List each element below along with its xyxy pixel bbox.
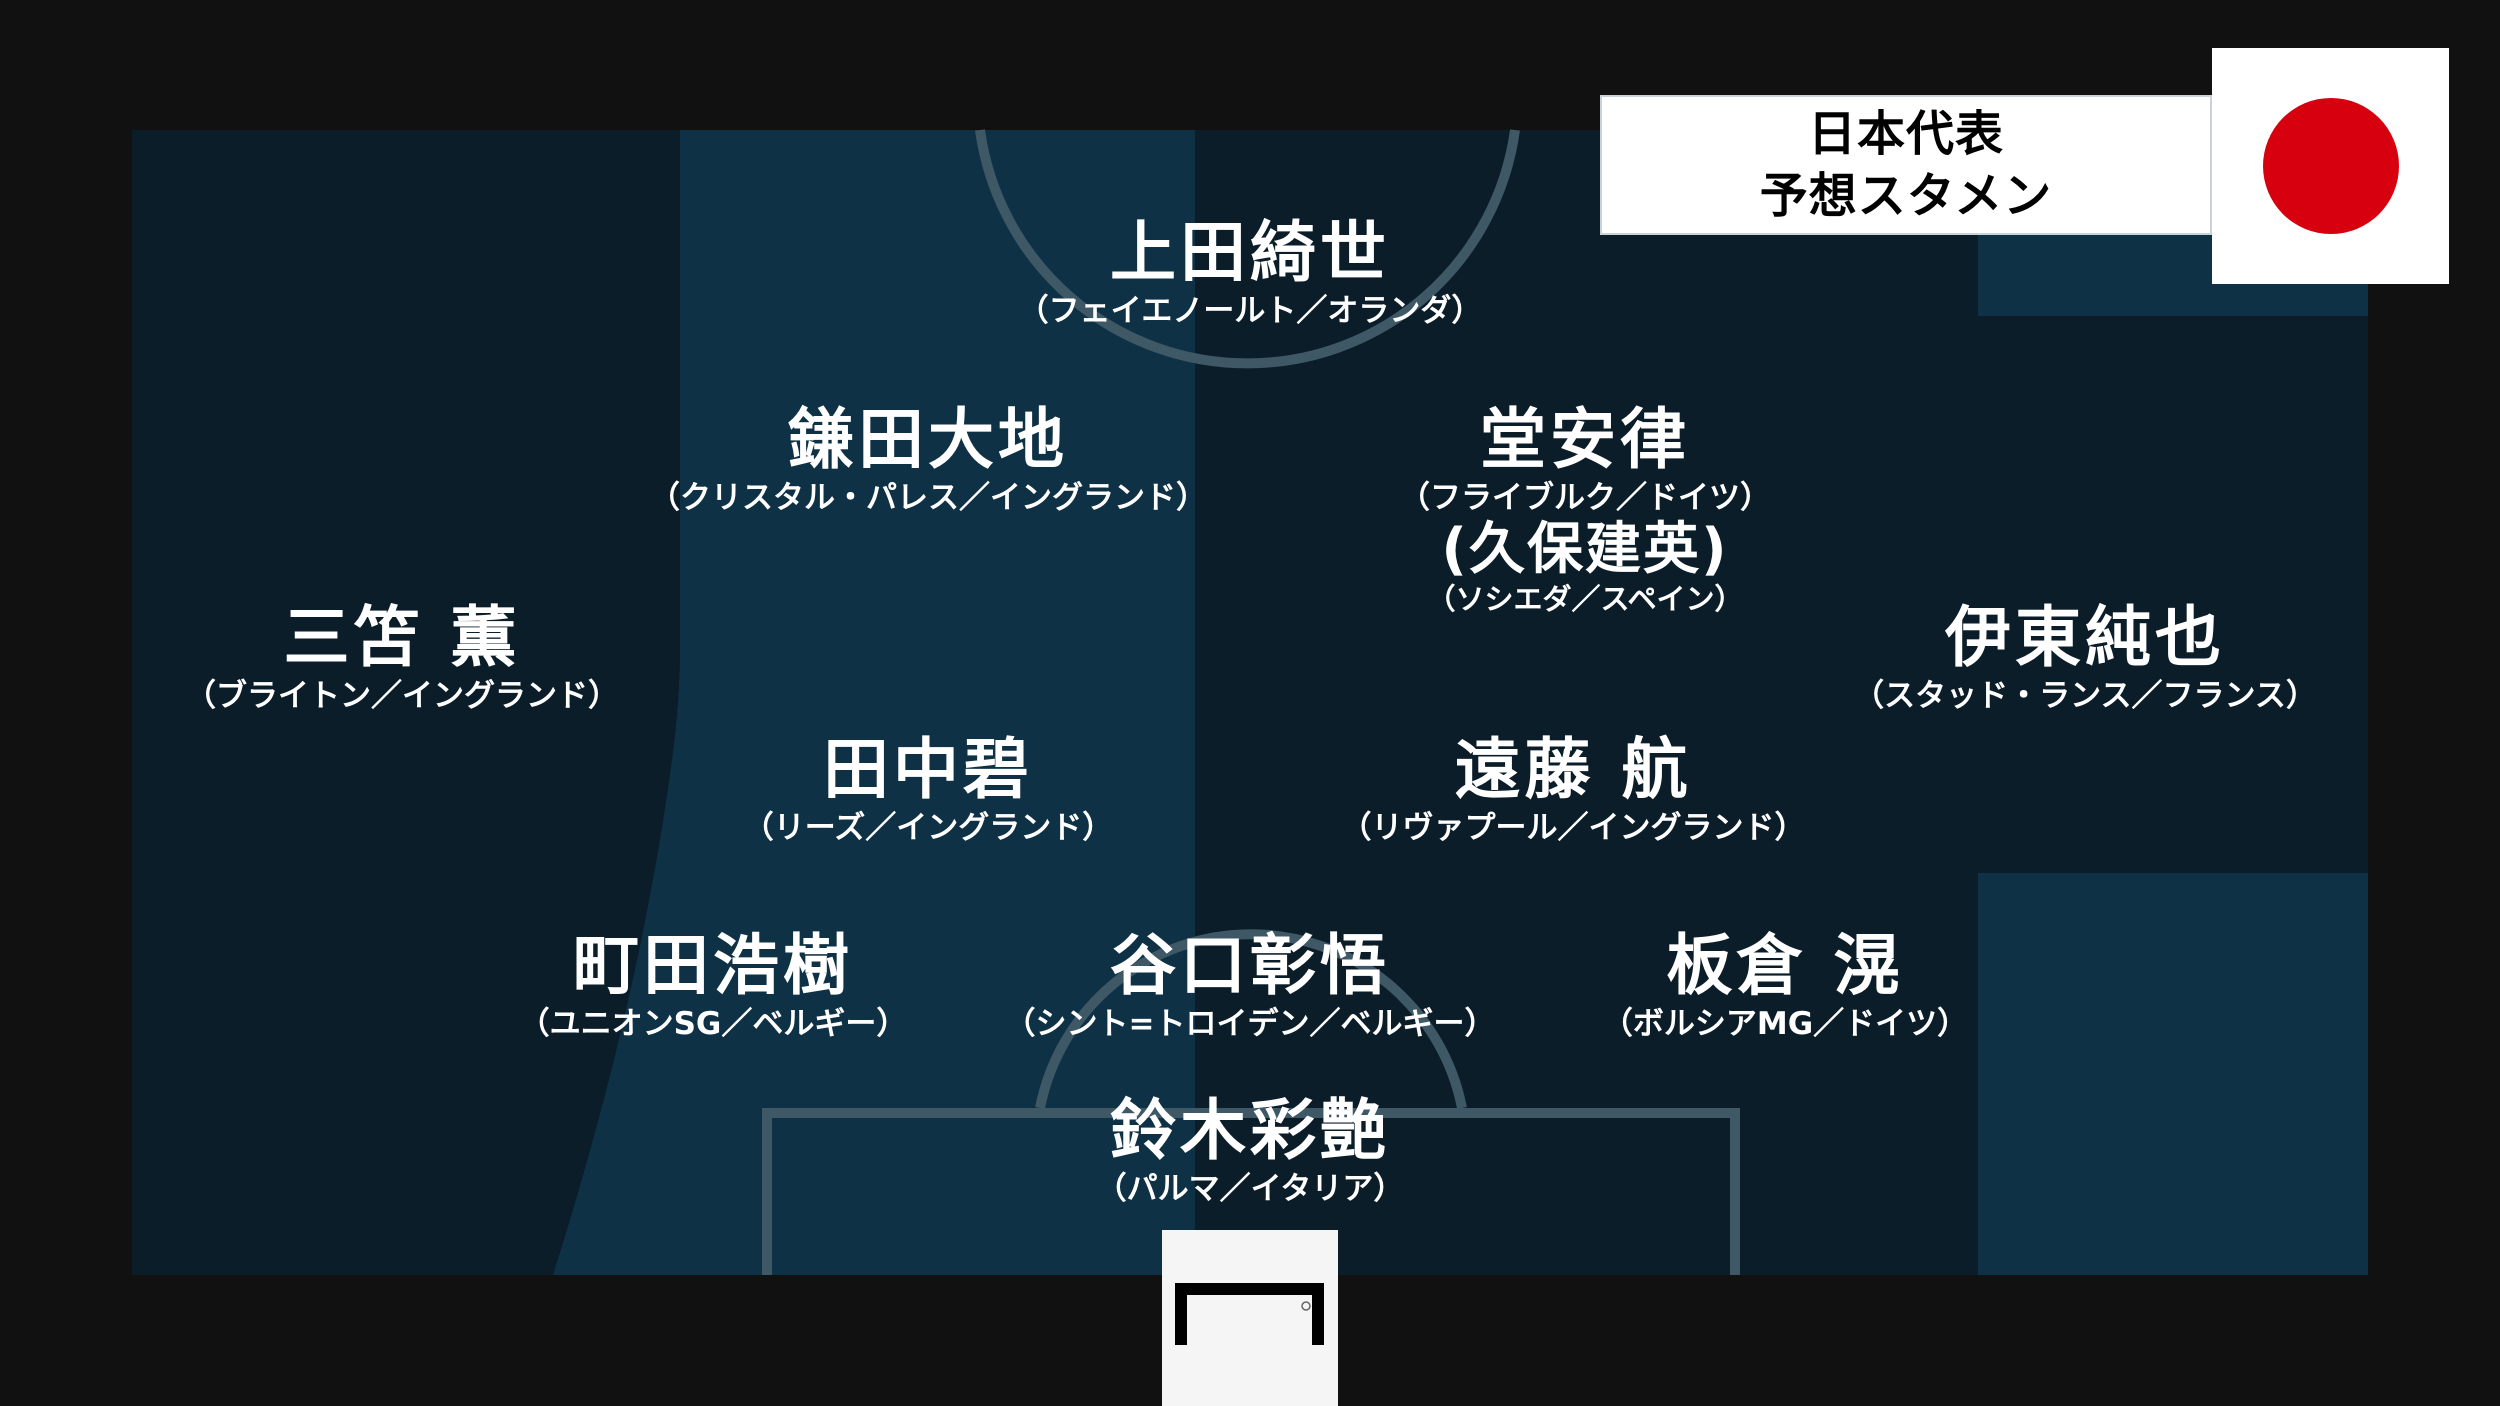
- player-wing-left: 三笘 薫 （ブライトン／イングランド）: [185, 600, 619, 716]
- japan-flag-icon: [2212, 48, 2449, 284]
- pitch-stripe-right-bottom: [1978, 873, 2368, 1275]
- title-line-1: 日本代表: [1807, 106, 2004, 162]
- player-club: （ユニオンSG／ベルギー）: [518, 1006, 908, 1042]
- player-name: 谷口彰悟: [1109, 927, 1390, 1004]
- player-defensive-mid-right: 遠藤 航 （リヴァプール／イングランド）: [1341, 732, 1806, 848]
- player-center-back-right: 板倉 滉 （ボルシアMG／ドイツ）: [1602, 928, 1968, 1044]
- pitch-stripe-left: [553, 130, 1195, 1275]
- player-attacking-mid-left: 鎌田大地 （クリスタル・パレス／イングランド）: [649, 402, 1207, 518]
- player-club: （リヴァプール／イングランド）: [1340, 810, 1806, 846]
- player-name: 田中碧: [822, 731, 1033, 808]
- player-name: 堂安律: [1480, 401, 1690, 478]
- player-name: 上田綺世: [1109, 214, 1390, 291]
- player-name: 町田浩樹: [573, 927, 853, 1004]
- player-attacking-mid-right: 堂安律 （フライブルク／ドイツ） (久保建英) （ソシエダ／スペイン）: [1399, 401, 1771, 617]
- player-wing-right: 伊東純也 （スタッド・ランス／フランス）: [1853, 600, 2317, 716]
- player-name: 伊東純也: [1944, 599, 2225, 676]
- player-club: （ボルシアMG／ドイツ）: [1601, 1006, 1969, 1042]
- flag-red-circle: [2263, 98, 2399, 234]
- player-center-back-middle: 谷口彰悟 （シント=トロイデン／ベルギー）: [1005, 928, 1496, 1044]
- title-banner: 日本代表 予想スタメン: [1600, 95, 2212, 235]
- player-defensive-mid-left: 田中碧 （リーズ／イングランド）: [743, 732, 1113, 848]
- player-goalkeeper: 鈴木彩艶 （パルマ／イタリア）: [1096, 1093, 1405, 1209]
- penalty-arc-line: [1035, 929, 1467, 1109]
- player-club: （ブライトン／イングランド）: [185, 678, 619, 714]
- player-name: 鎌田大地: [788, 401, 1068, 478]
- player-forward: 上田綺世 （フェイエノールト／オランダ）: [1018, 215, 1483, 331]
- player-alt-name: (久保建英): [1441, 517, 1729, 582]
- player-name: 三笘 薫: [283, 599, 521, 676]
- center-circle-line: [975, 129, 1520, 369]
- player-club: （スタッド・ランス／フランス）: [1853, 678, 2317, 714]
- player-name: 板倉 滉: [1666, 927, 1904, 1004]
- title-line-2: 予想スタメン: [1759, 168, 2053, 224]
- player-club: （シント=トロイデン／ベルギー）: [1004, 1006, 1496, 1042]
- player-club: （パルマ／イタリア）: [1095, 1171, 1405, 1207]
- player-name: 遠藤 航: [1454, 731, 1692, 808]
- player-club: （フライブルク／ドイツ）: [1399, 480, 1771, 516]
- penalty-box-line: [762, 1108, 1740, 1275]
- player-club: （リーズ／イングランド）: [742, 810, 1114, 846]
- player-alt-club: （ソシエダ／スペイン）: [1426, 582, 1744, 616]
- player-name: 鈴木彩艶: [1109, 1092, 1390, 1169]
- goal-bracket-icon: [1175, 1283, 1324, 1345]
- player-center-back-left: 町田浩樹 （ユニオンSG／ベルギー）: [519, 928, 908, 1044]
- goal-logo-icon: [1162, 1230, 1338, 1406]
- player-club: （クリスタル・パレス／イングランド）: [649, 480, 1207, 516]
- player-club: （フェイエノールト／オランダ）: [1017, 293, 1483, 329]
